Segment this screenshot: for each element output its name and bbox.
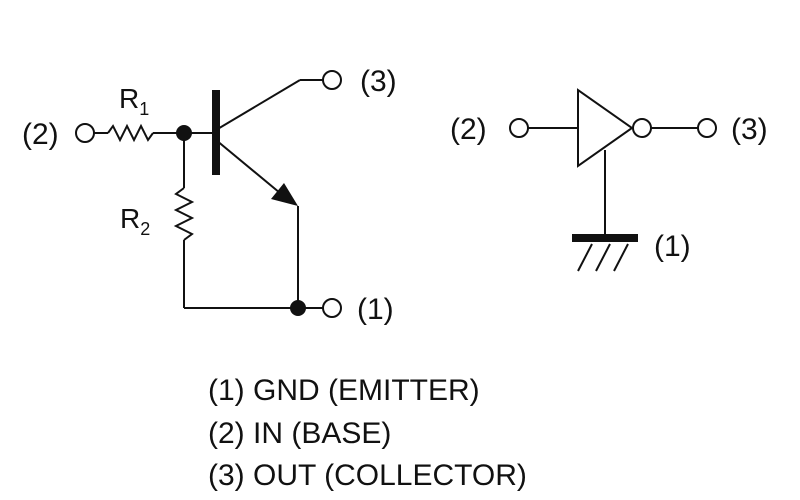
input-terminal bbox=[75, 123, 95, 143]
output-terminal bbox=[322, 70, 342, 90]
logic-pin-label-gnd: (1) bbox=[654, 230, 691, 263]
pin-label-in: (2) bbox=[22, 118, 59, 151]
legend-line-3: (3) OUT (COLLECTOR) bbox=[208, 459, 527, 492]
legend-line-2: (2) IN (BASE) bbox=[208, 417, 391, 450]
resistor-r2-label: R2 bbox=[120, 203, 150, 239]
pin-legend: (1) GND (EMITTER) (2) IN (BASE) (3) OUT … bbox=[208, 374, 527, 492]
legend-line-1: (1) GND (EMITTER) bbox=[208, 374, 480, 407]
ground-hatch-icon bbox=[577, 243, 629, 272]
transistor-collector bbox=[215, 79, 301, 131]
emitter-arrow-icon bbox=[271, 183, 298, 206]
inverter-bubble-icon bbox=[632, 118, 652, 138]
gnd-terminal bbox=[322, 298, 342, 318]
logic-input-terminal bbox=[509, 118, 529, 138]
logic-pin-label-in: (2) bbox=[450, 113, 487, 146]
transistor-circuit: (2) R1 R2 (3) (1) bbox=[22, 65, 397, 326]
inverter-triangle-icon bbox=[577, 88, 634, 168]
logic-pin-label-out: (3) bbox=[731, 113, 768, 146]
resistor-r1 bbox=[107, 123, 154, 143]
pin-label-out: (3) bbox=[360, 65, 397, 98]
pin-label-gnd: (1) bbox=[357, 293, 394, 326]
logic-output-terminal bbox=[697, 118, 717, 138]
transistor-emitter bbox=[215, 139, 281, 194]
resistor-r2 bbox=[173, 187, 195, 241]
resistor-r1-label: R1 bbox=[119, 83, 149, 119]
inverter-symbol: (2) (3) (1) bbox=[450, 88, 768, 272]
